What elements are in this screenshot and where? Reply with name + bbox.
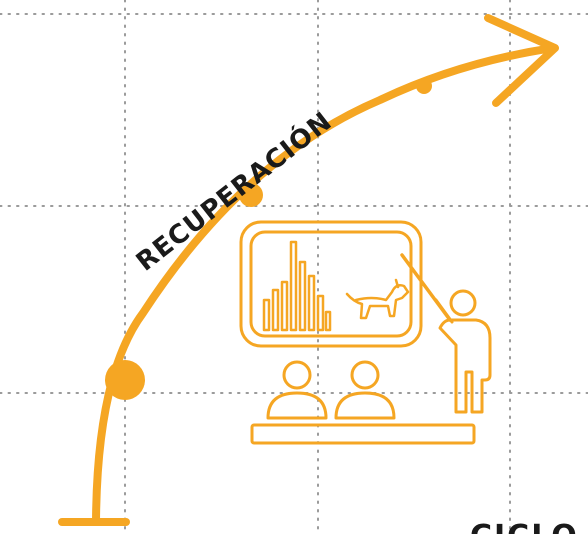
footer-text-partial: CICLO: [470, 519, 579, 534]
bar-chart-bar: [280, 280, 289, 332]
dog-ear: [394, 278, 400, 289]
growth-arrow-icon: [58, 14, 559, 526]
presentation-board-icon: [239, 220, 452, 348]
bar-chart-bar: [316, 294, 325, 332]
arrow-head: [484, 14, 559, 107]
desk-bar: [250, 423, 476, 445]
curve-markers: [105, 78, 432, 400]
dog-icon: [345, 278, 410, 320]
bar-chart-bar: [298, 260, 307, 332]
presenter-arm: [434, 298, 454, 324]
audience-shoulders-right: [334, 391, 396, 420]
dog-body: [345, 284, 410, 320]
audience-shoulders-left: [266, 391, 328, 420]
presenter-body: [438, 318, 492, 414]
presenter-head: [449, 289, 477, 317]
bar-chart-bar: [271, 288, 280, 332]
board-frame-inner: [249, 230, 413, 338]
bar-chart-bar: [262, 298, 271, 332]
bar-chart-bar: [307, 274, 316, 332]
curve-marker-mid: [239, 183, 263, 207]
curve-marker-large: [105, 360, 145, 400]
bar-chart-icon: [262, 240, 332, 332]
curve-label: RECUPERACIÓN: [130, 105, 338, 278]
curve-marker-upper: [416, 78, 432, 94]
audience-person-icon: [266, 360, 396, 420]
presenter-icon: [434, 289, 492, 414]
board-frame-outer: [239, 220, 423, 348]
audience-head-right: [350, 360, 380, 390]
bar-chart-bar: [289, 240, 298, 332]
bar-chart-bar: [324, 310, 332, 332]
audience-head-left: [282, 360, 312, 390]
